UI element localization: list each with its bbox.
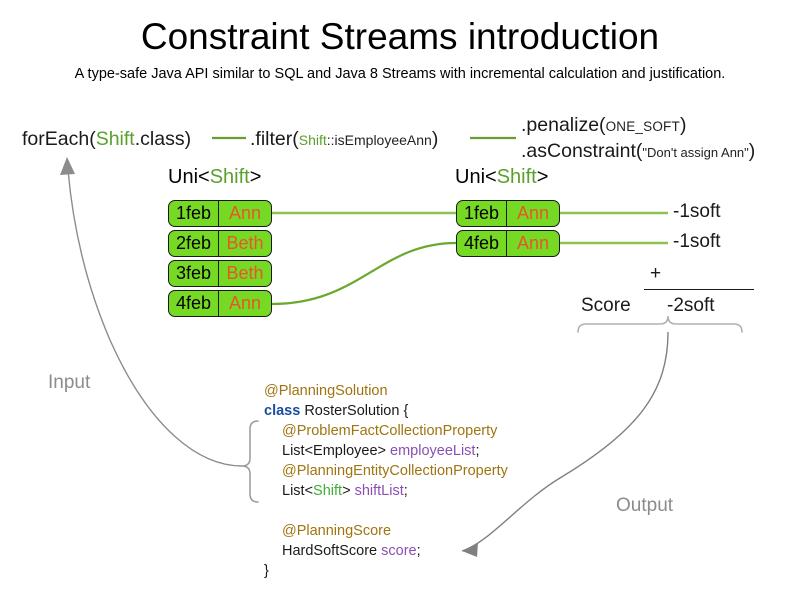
- code-line: List<Shift> shiftList;: [264, 481, 508, 501]
- code-line: }: [264, 561, 508, 581]
- output-label: Output: [616, 495, 674, 516]
- foreach-expression: forEach(Shift.class): [22, 128, 191, 151]
- shift-date: 4feb: [169, 291, 219, 316]
- shift-card[interactable]: 2feb Beth: [168, 230, 272, 257]
- uni-left-suffix: >: [249, 166, 262, 188]
- code-token: employeeList: [390, 443, 476, 459]
- sum-divider: [644, 289, 754, 290]
- impact-value: -1soft: [673, 201, 721, 222]
- uni-right-type: Shift: [496, 166, 537, 188]
- code-token: ;: [403, 483, 408, 499]
- page-subtitle: A type-safe Java API similar to SQL and …: [74, 66, 726, 82]
- filter-method: .filter(: [250, 128, 299, 150]
- code-line: [264, 501, 508, 521]
- shift-date: 4feb: [457, 231, 507, 256]
- code-token: @PlanningSolution: [264, 383, 388, 399]
- penalize-arg: ONE_SOFT: [605, 119, 680, 134]
- uni-label-left: Uni<Shift>: [168, 166, 261, 189]
- input-label: Input: [48, 372, 91, 393]
- shift-employee: Ann: [516, 203, 550, 223]
- shift-card[interactable]: 3feb Beth: [168, 260, 272, 287]
- code-line: HardSoftScore score;: [264, 541, 508, 561]
- code-token: List<: [282, 483, 314, 499]
- score-total: -2soft: [667, 295, 715, 316]
- sum-operator: +: [650, 263, 662, 284]
- as-constraint-tail: ): [748, 140, 756, 162]
- code-token: HardSoftScore: [282, 543, 382, 559]
- filter-arg-rest: ::isEmployeeAnn: [326, 132, 432, 148]
- shift-card[interactable]: 1feb Ann: [168, 200, 272, 227]
- shift-date: 3feb: [169, 261, 219, 286]
- code-line: @PlanningScore: [264, 521, 508, 541]
- code-token: ;: [416, 543, 421, 559]
- shift-employee: Ann: [516, 233, 550, 253]
- code-token: }: [264, 563, 269, 579]
- code-block: @PlanningSolution class RosterSolution { @…: [264, 381, 508, 581]
- shift-date: 1feb: [457, 201, 507, 226]
- code-line: List<Employee> employeeList;: [264, 441, 508, 461]
- code-token: @ProblemFactCollectionProperty: [282, 423, 498, 439]
- code-token: class: [264, 403, 301, 419]
- penalize-method: .penalize(: [521, 114, 606, 136]
- code-token: >: [342, 483, 355, 499]
- as-constraint-expression: .asConstraint("Don't assign Ann"): [521, 140, 755, 163]
- uni-right-prefix: Uni<: [455, 166, 497, 188]
- code-line: @PlanningSolution: [264, 381, 508, 401]
- impact-value: -1soft: [673, 231, 721, 252]
- penalize-expression: .penalize(ONE_SOFT): [521, 114, 686, 137]
- code-token: @PlanningEntityCollectionProperty: [282, 463, 508, 479]
- score-label: Score: [581, 295, 631, 316]
- code-token: @PlanningScore: [282, 523, 392, 539]
- page-title: Constraint Streams introduction: [140, 16, 660, 57]
- code-token: ;: [475, 443, 480, 459]
- code-token: score: [381, 543, 417, 559]
- code-token: Shift: [313, 483, 343, 499]
- shift-employee: Ann: [228, 293, 262, 313]
- uni-right-suffix: >: [536, 166, 549, 188]
- uni-left-type: Shift: [209, 166, 250, 188]
- shift-employee: Ann: [228, 203, 262, 223]
- as-constraint-arg: "Don't assign Ann": [642, 145, 749, 160]
- code-token: shiftList: [354, 483, 404, 499]
- code-token: RosterSolution {: [300, 403, 409, 419]
- foreach-type: Shift: [95, 128, 135, 150]
- shift-employee: Beth: [226, 263, 264, 283]
- shift-card[interactable]: 1feb Ann: [456, 200, 560, 227]
- filter-tail: ): [431, 128, 439, 150]
- code-line: @ProblemFactCollectionProperty: [264, 421, 508, 441]
- code-line: @PlanningEntityCollectionProperty: [264, 461, 508, 481]
- as-constraint-method: .asConstraint(: [521, 140, 643, 162]
- shift-date: 1feb: [169, 201, 219, 226]
- shift-employee: Beth: [226, 233, 264, 253]
- foreach-tail: .class): [134, 128, 192, 150]
- shift-card[interactable]: 4feb Ann: [456, 230, 560, 257]
- code-token: List<Employee>: [282, 443, 391, 459]
- filter-arg-type: Shift: [298, 132, 327, 148]
- uni-label-right: Uni<Shift>: [455, 166, 548, 189]
- shift-card[interactable]: 4feb Ann: [168, 290, 272, 317]
- uni-left-prefix: Uni<: [168, 166, 210, 188]
- code-line: class RosterSolution {: [264, 401, 508, 421]
- foreach-method: forEach(: [22, 128, 96, 150]
- penalize-tail: ): [679, 114, 687, 136]
- filter-expression: .filter(Shift::isEmployeeAnn): [250, 128, 438, 151]
- shift-date: 2feb: [169, 231, 219, 256]
